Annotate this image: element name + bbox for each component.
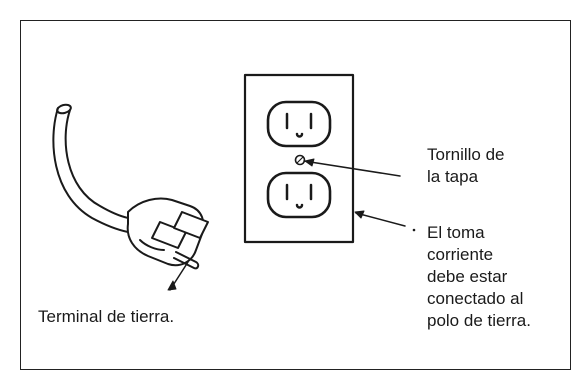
grounded-plug <box>126 197 209 270</box>
cover-screw-label: Tornillo de la tapa <box>427 144 505 188</box>
ground-pin <box>173 251 200 270</box>
flat-prong-right <box>173 211 209 239</box>
outlet-note-line-4: conectado al <box>427 289 524 308</box>
upper-receptacle <box>266 100 332 148</box>
outlet-note-line-2: corriente <box>427 245 494 264</box>
outlet-grounding-note: El toma corriente debe estar conectado a… <box>427 222 531 332</box>
outlet-note-line-3: debe estar <box>427 267 508 286</box>
ground-terminal-label: Terminal de tierra. <box>38 307 175 326</box>
cover-screw <box>294 154 306 166</box>
screw-leader <box>303 160 401 177</box>
wall-outlet <box>243 73 355 244</box>
cover-screw-label-line-2: la tapa <box>427 167 479 186</box>
outlet-leader <box>355 212 406 227</box>
cover-screw-label-line-1: Tornillo de <box>427 145 505 164</box>
outlet-note-line-5: polo de tierra. <box>427 311 531 330</box>
lower-receptacle <box>266 171 332 219</box>
figure-frame <box>20 20 571 370</box>
power-cord <box>52 103 135 233</box>
outlet-note-line-1: El toma <box>427 223 485 242</box>
